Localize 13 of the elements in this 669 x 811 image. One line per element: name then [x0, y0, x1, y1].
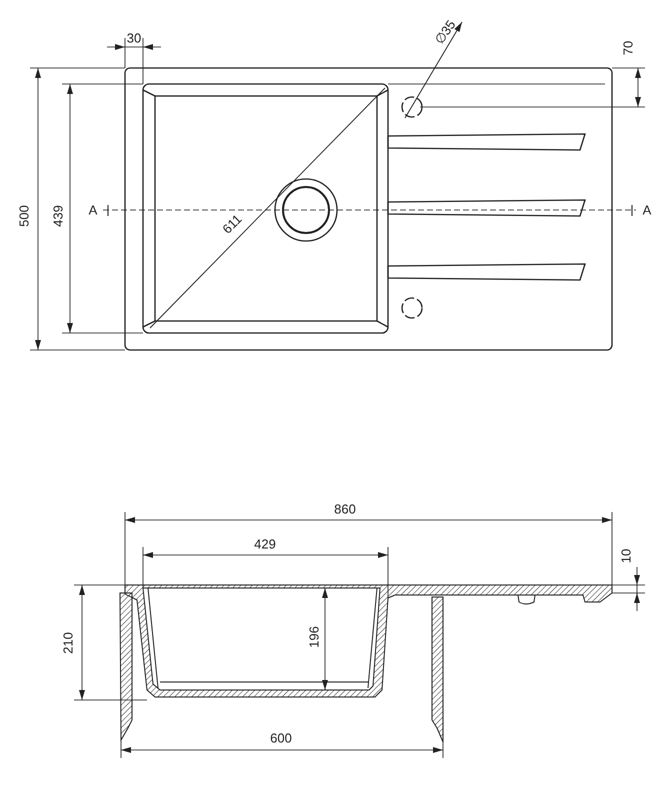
dimension-label: 611: [220, 212, 244, 236]
dimension-label: 600: [270, 732, 292, 744]
dimension-label: 500: [18, 205, 30, 227]
dimension-label: 70: [622, 40, 634, 56]
dimension-label: 439: [52, 205, 64, 227]
dimension-label: 10: [620, 548, 632, 564]
section-label: A: [642, 204, 652, 216]
dimension-label: 429: [254, 538, 276, 550]
dimension-label: 210: [62, 632, 74, 654]
dimension-label: 30: [126, 32, 142, 44]
section-label: A: [88, 204, 98, 216]
dimension-label: 860: [334, 502, 356, 516]
dimension-label: 196: [308, 626, 320, 648]
